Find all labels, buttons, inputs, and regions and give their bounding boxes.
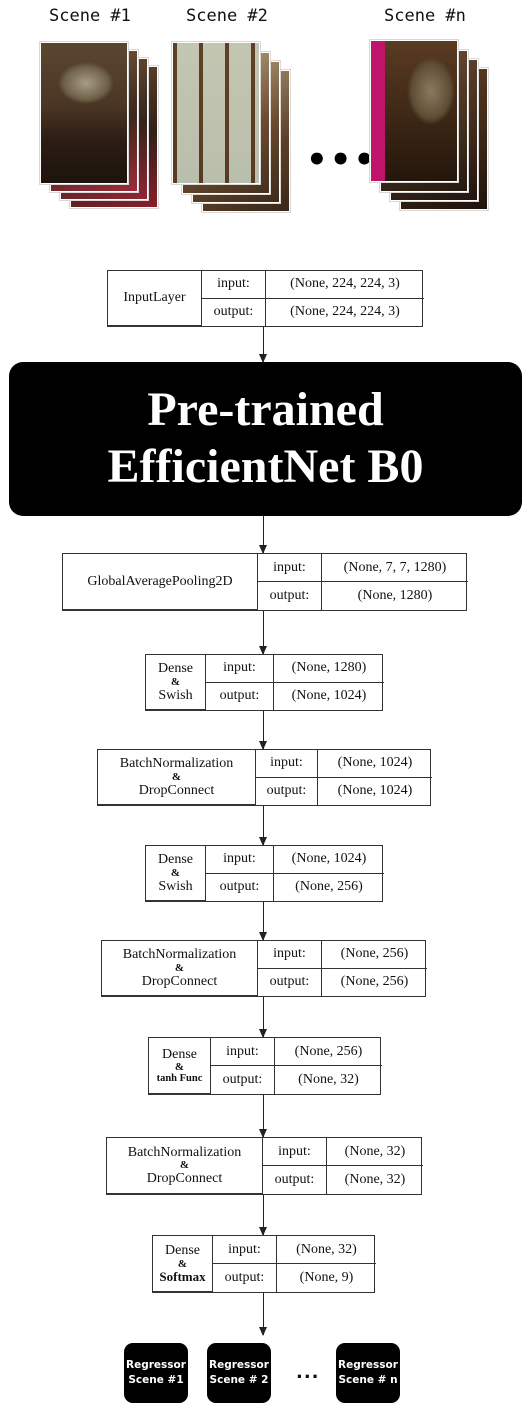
input-label: input: [258, 941, 322, 969]
output-shape: (None, 32) [344, 1172, 406, 1187]
output-label: output: [256, 777, 318, 805]
output-shape: (None, 1024) [291, 688, 367, 704]
flow-arrow [259, 611, 267, 655]
global-average-pooling-box: GlobalAveragePooling2D input: (None, 7, … [62, 553, 468, 611]
layer-name: BatchNormalization&DropConnect [102, 941, 258, 996]
regressor-label: Regressor [338, 1358, 398, 1371]
output-label: output: [213, 1264, 277, 1292]
regressor-scene: Scene # n [338, 1374, 398, 1386]
output-shape: (None, 256) [340, 974, 409, 990]
regressor-scene-n: Regressor Scene # n [336, 1343, 400, 1403]
input-shape: (None, 256) [275, 1038, 382, 1066]
flow-arrow [259, 997, 267, 1038]
input-shape: (None, 256) [322, 941, 427, 969]
scenes-ellipsis: ••• [306, 140, 378, 180]
layer-name: GlobalAveragePooling2D [63, 554, 258, 610]
input-layer-box: InputLayer input: (None, 224, 224, 3) ou… [107, 270, 424, 327]
output-label: output: [202, 298, 266, 326]
output-label: output: [206, 682, 274, 710]
output-label: output: [263, 1166, 327, 1194]
flow-arrow [259, 516, 267, 554]
input-label: input: [206, 846, 274, 874]
output-label: output: [258, 968, 322, 996]
input-label: input: [258, 554, 322, 582]
batchnorm-dropconnect-box-3: BatchNormalization&DropConnect input: (N… [106, 1137, 423, 1195]
scene-label-n: Scene #n [384, 6, 466, 26]
output-shape: (None, 32) [298, 1072, 359, 1087]
flow-arrow [259, 1195, 267, 1236]
input-label: input: [256, 750, 318, 778]
input-shape: (None, 1024) [318, 750, 432, 778]
input-shape: (None, 32) [327, 1138, 423, 1166]
dense-softmax-box: Dense&Softmax input: (None, 32) output: … [152, 1235, 376, 1293]
banner-line-1: Pre-trained [147, 383, 384, 437]
input-shape: (None, 1280) [274, 655, 384, 683]
input-label: input: [202, 271, 266, 299]
dense-swish-box-1: Dense&Swish input: (None, 1280) output: … [145, 654, 384, 711]
regressor-ellipsis: ... [296, 1362, 320, 1383]
input-shape: (None, 224, 224, 3) [266, 271, 424, 299]
flow-arrow [259, 1293, 267, 1336]
layer-name: InputLayer [108, 271, 202, 326]
batchnorm-dropconnect-box-1: BatchNormalization&DropConnect input: (N… [97, 749, 432, 806]
layer-name: Dense&tanh Func [149, 1038, 211, 1094]
dense-tanh-box: Dense&tanh Func input: (None, 256) outpu… [148, 1037, 382, 1095]
scene-1-image-stack [40, 42, 165, 212]
output-label: output: [206, 873, 274, 901]
scene-label-2: Scene #2 [186, 6, 268, 26]
flow-arrow [259, 327, 267, 363]
regressor-label: Regressor [209, 1358, 269, 1371]
regressor-scene: Scene # 2 [209, 1374, 269, 1386]
input-shape: (None, 7, 7, 1280) [322, 554, 468, 582]
batchnorm-dropconnect-box-2: BatchNormalization&DropConnect input: (N… [101, 940, 427, 997]
input-shape: (None, 1024) [274, 846, 384, 874]
input-label: input: [213, 1236, 277, 1264]
layer-name: Dense&Swish [146, 846, 206, 901]
pretrained-efficientnet-banner: Pre-trained EfficientNet B0 [9, 362, 522, 516]
input-label: input: [211, 1038, 275, 1066]
input-label: input: [206, 655, 274, 683]
regressor-label: Regressor [126, 1358, 186, 1371]
regressor-scene: Scene #1 [128, 1374, 184, 1386]
regressor-scene-2: Regressor Scene # 2 [207, 1343, 271, 1403]
output-shape: (None, 9) [299, 1270, 354, 1285]
output-shape: (None, 256) [295, 879, 363, 895]
scene-n-image-stack [370, 40, 488, 220]
banner-line-2: EfficientNet B0 [107, 440, 424, 493]
flow-arrow [259, 1095, 267, 1138]
output-label: output: [258, 582, 322, 610]
flow-arrow [259, 806, 267, 846]
layer-name: BatchNormalization&DropConnect [107, 1138, 263, 1194]
regressor-scene-1: Regressor Scene #1 [124, 1343, 188, 1403]
scene-2-image-stack [172, 42, 290, 217]
output-shape: (None, 224, 224, 3) [290, 304, 400, 320]
output-shape: (None, 1024) [337, 783, 413, 799]
dense-swish-box-2: Dense&Swish input: (None, 1024) output: … [145, 845, 384, 902]
input-shape: (None, 32) [277, 1236, 376, 1264]
flow-arrow [259, 902, 267, 941]
layer-name: Dense&Softmax [153, 1236, 213, 1292]
output-label: output: [211, 1066, 275, 1094]
input-label: input: [263, 1138, 327, 1166]
layer-name: Dense&Swish [146, 655, 206, 710]
output-shape: (None, 1280) [357, 588, 433, 603]
flow-arrow [259, 711, 267, 750]
scene-label-1: Scene #1 [49, 6, 131, 26]
layer-name: BatchNormalization&DropConnect [98, 750, 256, 805]
